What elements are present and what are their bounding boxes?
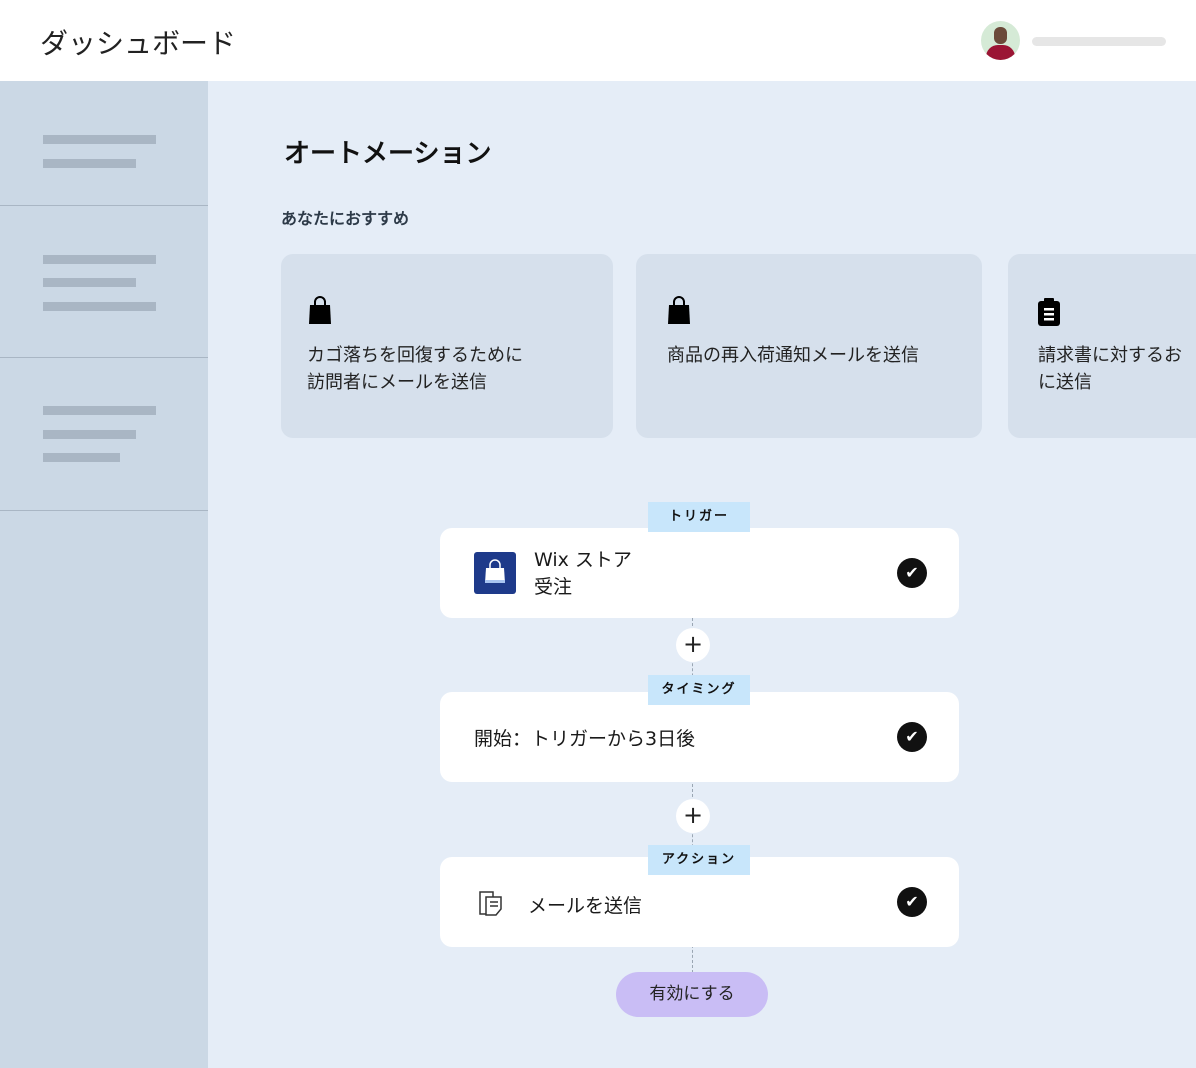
sidebar-group[interactable] bbox=[0, 81, 208, 206]
sidebar-group[interactable] bbox=[0, 206, 208, 358]
recommendation-card[interactable]: 請求書に対するおに送信 bbox=[1008, 254, 1196, 438]
recommendation-card[interactable]: カゴ落ちを回復するために訪問者にメールを送信 bbox=[281, 254, 613, 438]
sidebar-group[interactable] bbox=[0, 358, 208, 511]
timing-text: 開始：トリガーから3日後 bbox=[474, 728, 696, 750]
sidebar bbox=[0, 81, 208, 1068]
trigger-event: 受注 bbox=[534, 576, 573, 598]
avatar[interactable] bbox=[981, 21, 1020, 60]
card-text: カゴ落ちを回復するために訪問者にメールを送信 bbox=[307, 345, 523, 393]
trigger-step[interactable]: Wix ストア 受注 ✔ bbox=[440, 528, 959, 618]
clipboard-icon bbox=[1038, 298, 1060, 326]
card-text: 商品の再入荷通知メールを送信 bbox=[667, 345, 919, 366]
trigger-tag: トリガー bbox=[648, 502, 750, 532]
top-header: ダッシュボード bbox=[0, 0, 1196, 81]
shopping-bag-icon bbox=[668, 296, 690, 324]
check-icon: ✔ bbox=[897, 722, 927, 752]
wix-stores-icon bbox=[474, 552, 516, 594]
check-icon: ✔ bbox=[897, 887, 927, 917]
card-text: 請求書に対するおに送信 bbox=[1038, 345, 1182, 393]
shopping-bag-icon bbox=[309, 296, 331, 324]
user-name-placeholder bbox=[1032, 37, 1166, 46]
trigger-app: Wix ストア bbox=[534, 549, 632, 571]
email-icon bbox=[479, 891, 502, 916]
add-step-button[interactable]: + bbox=[676, 628, 710, 662]
activate-button[interactable]: 有効にする bbox=[616, 972, 768, 1017]
timing-tag: タイミング bbox=[648, 675, 750, 705]
timing-step[interactable]: 開始：トリガーから3日後 ✔ bbox=[440, 692, 959, 782]
app-title: ダッシュボード bbox=[40, 27, 237, 60]
add-step-button[interactable]: + bbox=[676, 799, 710, 833]
check-icon: ✔ bbox=[897, 558, 927, 588]
action-tag: アクション bbox=[648, 845, 750, 875]
page-title: オートメーション bbox=[284, 139, 492, 169]
section-heading: あなたにおすすめ bbox=[281, 209, 410, 228]
action-step[interactable]: メールを送信 ✔ bbox=[440, 857, 959, 947]
flow-connector bbox=[692, 618, 693, 973]
action-text: メールを送信 bbox=[528, 895, 643, 917]
recommendation-card[interactable]: 商品の再入荷通知メールを送信 bbox=[636, 254, 982, 438]
